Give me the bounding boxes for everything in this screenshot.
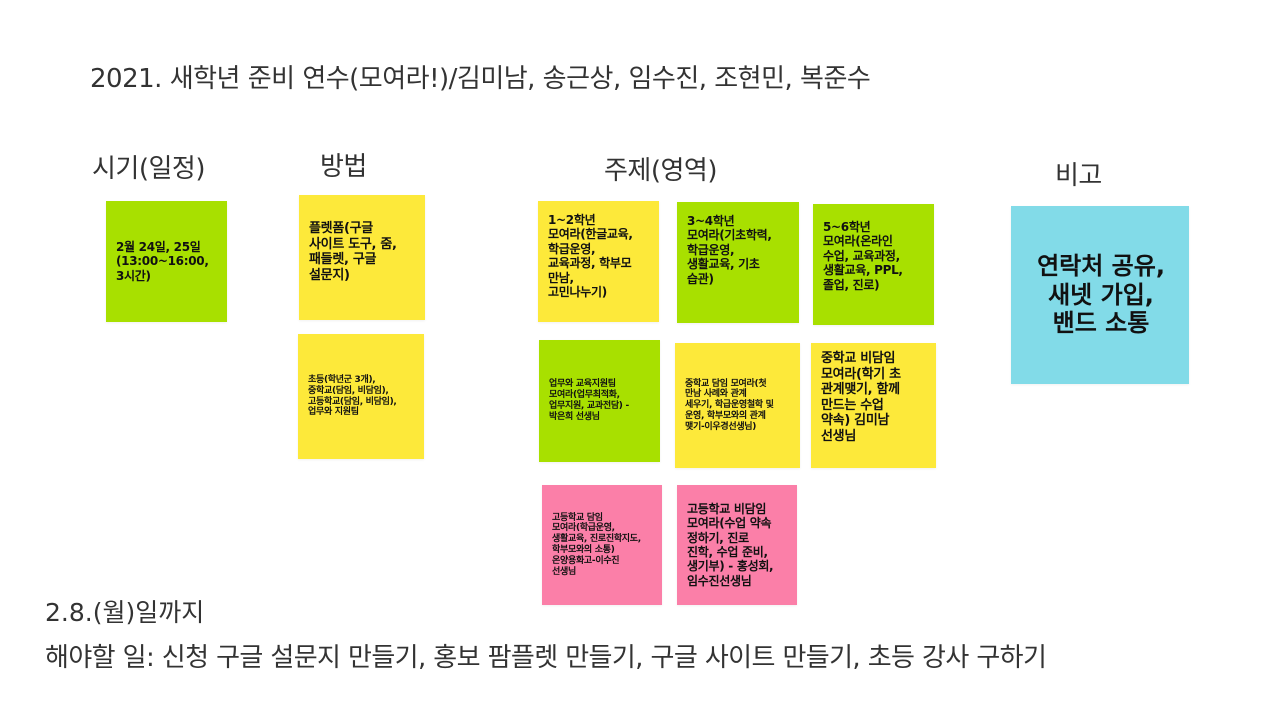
sticky-note-grade-3-4[interactable]: 3~4학년 모여라(기초학력, 학급운영, 생활교육, 기초 습관) xyxy=(677,202,799,323)
sticky-note-admin-support[interactable]: 업무와 교육지원팀 모여라(업무최적화, 업무지원, 교과전담) - 박은희 선… xyxy=(539,340,660,462)
sticky-note-text: 2월 24일, 25일 (13:00~16:00, 3시간) xyxy=(116,239,209,283)
deadline-text: 2.8.(월)일까지 xyxy=(45,598,205,627)
column-header-topic: 주제(영역) xyxy=(604,156,717,186)
sticky-note-high-homeroom[interactable]: 고등학교 담임 모여라(학급운영, 생활교육, 진로진학지도, 학부모와의 소통… xyxy=(542,485,662,605)
sticky-note-text: 고등학교 담임 모여라(학급운영, 생활교육, 진로진학지도, 학부모와의 소통… xyxy=(552,512,641,577)
sticky-note-text: 3~4학년 모여라(기초학력, 학급운영, 생활교육, 기초 습관) xyxy=(687,214,772,286)
sticky-note-high-nonhomeroom[interactable]: 고등학교 비담임 모여라(수업 약속 정하기, 진로 진학, 수업 준비, 생기… xyxy=(677,485,797,605)
sticky-note-text: 플렛폼(구글 사이트 도구, 줌, 패들렛, 구글 설문지) xyxy=(309,221,397,283)
sticky-note-groups[interactable]: 초등(학년군 3개), 중학교(담임, 비담임), 고등학교(담임, 비담임),… xyxy=(298,334,424,459)
slide-title: 2021. 새학년 준비 연수(모여라!)/김미남, 송근상, 임수진, 조현민… xyxy=(90,64,871,94)
sticky-note-grade-1-2[interactable]: 1~2학년 모여라(한글교육, 학급운영, 교육과정, 학부모 만남, 고민나누… xyxy=(538,201,659,322)
sticky-note-text: 1~2학년 모여라(한글교육, 학급운영, 교육과정, 학부모 만남, 고민나누… xyxy=(548,213,633,299)
sticky-note-text: 초등(학년군 3개), 중학교(담임, 비담임), 고등학교(담임, 비담임),… xyxy=(308,374,397,418)
sticky-note-platform[interactable]: 플렛폼(구글 사이트 도구, 줌, 패들렛, 구글 설문지) xyxy=(299,195,425,320)
sticky-note-text: 고등학교 비담임 모여라(수업 약속 정하기, 진로 진학, 수업 준비, 생기… xyxy=(687,501,774,588)
sticky-note-grade-5-6[interactable]: 5~6학년 모여라(온라인 수업, 교육과정, 생활교육, PPL, 졸업, 진… xyxy=(813,204,934,325)
sticky-note-schedule[interactable]: 2월 24일, 25일 (13:00~16:00, 3시간) xyxy=(106,201,227,322)
sticky-note-middle-nonhomeroom[interactable]: 중학교 비담임 모여라(학기 초 관계맺기, 함께 만드는 수업 약속) 김미남… xyxy=(811,343,936,468)
column-header-method: 방법 xyxy=(320,152,367,182)
sticky-note-text: 중학교 담임 모여라(첫 만남 사례와 관계 세우기, 학급운영철학 및 운영,… xyxy=(685,378,774,432)
column-header-remarks: 비고 xyxy=(1055,161,1102,191)
sticky-note-middle-homeroom[interactable]: 중학교 담임 모여라(첫 만남 사례와 관계 세우기, 학급운영철학 및 운영,… xyxy=(675,343,800,468)
sticky-note-text: 5~6학년 모여라(온라인 수업, 교육과정, 생활교육, PPL, 졸업, 진… xyxy=(823,220,903,292)
sticky-note-text: 중학교 비담임 모여라(학기 초 관계맺기, 함께 만드는 수업 약속) 김미남… xyxy=(821,351,901,444)
sticky-note-text: 업무와 교육지원팀 모여라(업무최적화, 업무지원, 교과전담) - 박은희 선… xyxy=(549,379,629,422)
sticky-note-text: 연락처 공유, 새넷 가입, 밴드 소통 xyxy=(1037,251,1165,338)
sticky-note-remarks[interactable]: 연락처 공유, 새넷 가입, 밴드 소통 xyxy=(1011,206,1189,384)
todo-text: 해야할 일: 신청 구글 설문지 만들기, 홍보 팜플렛 만들기, 구글 사이트… xyxy=(45,643,1047,673)
column-header-schedule: 시기(일정) xyxy=(92,154,205,184)
